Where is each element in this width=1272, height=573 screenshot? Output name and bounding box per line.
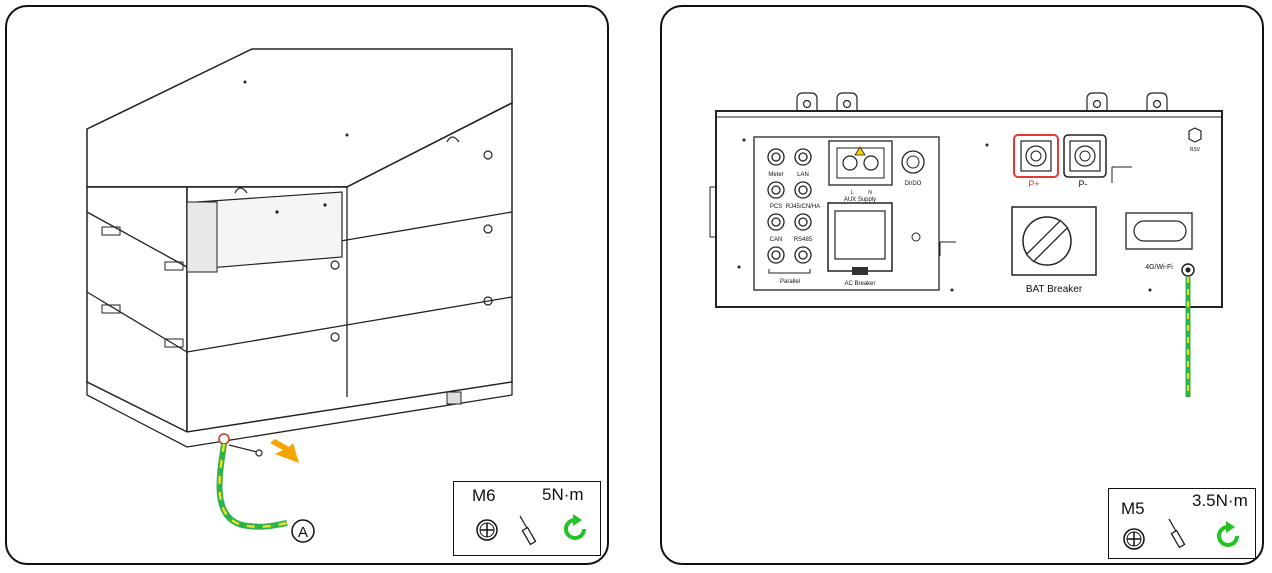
port-label-can: CAN — [770, 237, 783, 243]
right-instruction-panel: Meter LAN PCS RJ45/CN/HA CAN RS485 Paral… — [660, 5, 1264, 565]
wifi-label: 4G/Wi-Fi — [1145, 264, 1173, 271]
screw-size: M6 — [472, 486, 496, 505]
aux-pin-n: N — [868, 190, 872, 196]
torque-spec-box: M6 5N·m — [453, 481, 601, 556]
port-label-rs485: RS485 — [794, 237, 813, 243]
rsv-label: RSV — [1190, 147, 1201, 153]
ground-cable — [216, 443, 288, 530]
port-label-rj45: RJ45/CN/HA — [786, 204, 820, 210]
clockwise-rotate-icon — [564, 514, 586, 540]
port-label-pcs: PCS — [770, 204, 782, 210]
screw-size: M5 — [1121, 499, 1145, 518]
control-panel-drawing: Meter LAN PCS RJ45/CN/HA CAN RS485 Paral… — [709, 92, 1223, 397]
port-label-meter: Meter — [768, 172, 783, 178]
port-label-parallel: Parallel — [780, 279, 800, 285]
aux-pin-l: L — [851, 190, 854, 196]
callout-circle — [291, 519, 315, 543]
warning-icon — [854, 146, 866, 156]
p-minus-label: P- — [1079, 179, 1088, 189]
aux-supply-label: AUX Supply — [844, 197, 876, 203]
ac-breaker-label: AC Breaker — [844, 281, 875, 287]
rsv-vent — [1188, 127, 1202, 143]
di-do-connector — [901, 150, 925, 174]
insert-arrow — [270, 439, 299, 463]
battery-cabinet-drawing: A — [86, 48, 513, 543]
screw-head-icon — [1123, 528, 1145, 550]
clockwise-rotate-icon — [1217, 521, 1239, 547]
bat-breaker-label: BAT Breaker — [1026, 284, 1083, 295]
screw-head-icon — [476, 519, 498, 541]
torque-spec-box: M5 3.5N·m — [1108, 488, 1256, 559]
torque-value: 5N·m — [542, 485, 584, 504]
p-plus-label: P+ — [1028, 179, 1039, 189]
screwdriver-icon — [1168, 518, 1186, 549]
port-label-lan: LAN — [797, 172, 809, 178]
spec-icons — [1123, 518, 1239, 550]
di-do-label: DI/DO — [905, 181, 922, 187]
spec-icons — [476, 514, 586, 546]
screwdriver-icon — [519, 515, 537, 546]
ground-terminal — [218, 433, 230, 445]
callout-letter: A — [298, 524, 308, 541]
cabinet-front — [186, 101, 513, 433]
left-instruction-panel: A M6 5N·m — [5, 5, 609, 565]
torque-value: 3.5N·m — [1192, 491, 1248, 510]
